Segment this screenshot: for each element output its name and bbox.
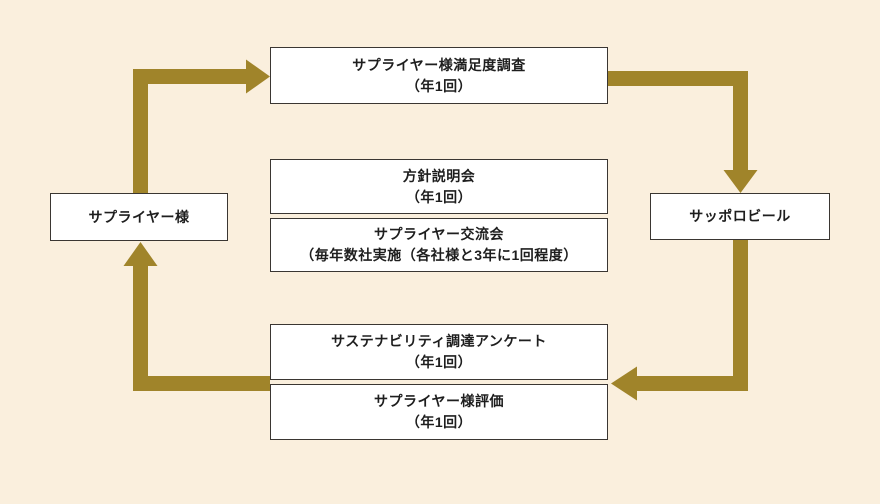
node-label: サプライヤー交流会 xyxy=(373,226,505,242)
arrow-supplier-to-survey xyxy=(133,59,270,193)
arrow-survey-to-sapporo xyxy=(608,71,758,193)
arrowhead-down-icon xyxy=(723,170,758,193)
node-policy-briefing: 方針説明会 （年1回） xyxy=(270,159,608,214)
node-sustainability-survey: サステナビリティ調達アンケート （年1回） xyxy=(270,324,608,380)
arrowhead-right-icon xyxy=(246,59,270,94)
node-label: サプライヤー様評価 xyxy=(373,393,505,409)
node-satisfaction-survey: サプライヤー様満足度調査 （年1回） xyxy=(270,47,608,104)
node-label: サステナビリティ調達アンケート xyxy=(331,333,547,349)
node-sublabel: （年1回） xyxy=(405,414,473,430)
arrow-sapporo-to-questionnaire xyxy=(611,240,748,401)
node-sapporo: サッポロビール xyxy=(650,193,830,240)
node-sublabel: （年1回） xyxy=(405,354,473,370)
node-supplier-evaluation: サプライヤー様評価 （年1回） xyxy=(270,384,608,440)
node-sublabel: （毎年数社実施（各社様と3年に1回程度） xyxy=(300,247,578,263)
arrowhead-up-icon xyxy=(123,242,158,266)
node-label: サプライヤー様 xyxy=(88,208,190,225)
node-label: サプライヤー様満足度調査 xyxy=(352,56,526,73)
node-supplier-exchange: サプライヤー交流会 （毎年数社実施（各社様と3年に1回程度） xyxy=(270,218,608,272)
node-sublabel: （年1回） xyxy=(405,188,473,205)
arrowhead-left-icon xyxy=(611,366,637,401)
node-supplier: サプライヤー様 xyxy=(50,193,228,241)
node-label: 方針説明会 xyxy=(402,167,476,184)
node-label: サッポロビール xyxy=(689,208,791,224)
arrow-evaluation-to-supplier xyxy=(123,242,270,391)
node-sublabel: （年1回） xyxy=(405,77,473,94)
